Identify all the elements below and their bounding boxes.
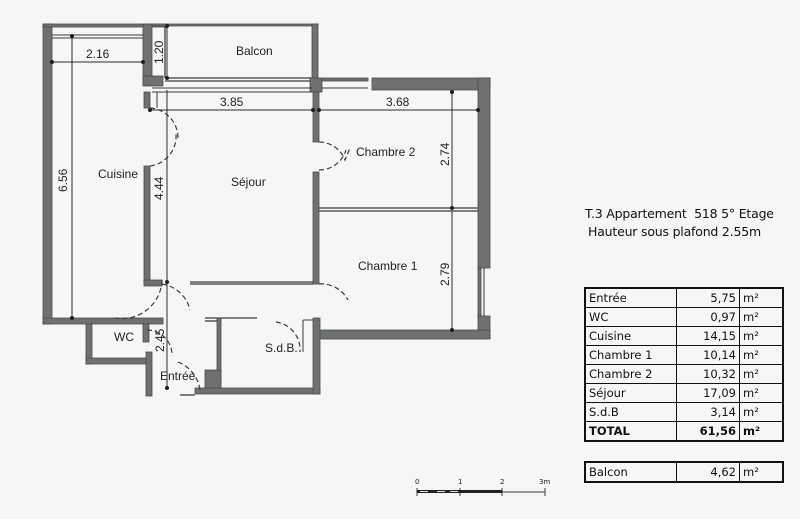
label-wc: WC	[114, 330, 134, 344]
table-row: Balcon 4,62 m²	[584, 461, 784, 483]
row-unit: m²	[739, 307, 784, 327]
label-balcon: Balcon	[236, 44, 273, 58]
table-row: Chambre 2 10,32 m²	[584, 364, 784, 384]
row-name: Balcon	[584, 461, 677, 483]
wall-west	[42, 23, 53, 325]
row-name: Chambre 2	[584, 364, 677, 384]
dim-sejour-length: 4.44	[152, 176, 166, 200]
row-value: 4,62	[676, 461, 740, 483]
row-name: Entrée	[584, 287, 677, 308]
door-wc	[146, 329, 173, 357]
balcon-area-table: Balcon 4,62 m²	[584, 461, 784, 483]
plan-title: T.3 Appartement 518 5° Etage Hauteur sou…	[585, 205, 774, 241]
scale-tick-3: 3m	[539, 478, 551, 486]
row-value: 17,09	[676, 383, 740, 403]
walls	[42, 23, 491, 397]
row-unit: m²	[739, 345, 784, 365]
room-labels: Balcon Cuisine Séjour Chambre 2 Chambre …	[98, 44, 418, 383]
label-sdb: S.d.B.	[265, 341, 298, 355]
wall-south-chambre1	[314, 329, 491, 340]
dim-balcon-depth: 1.20	[152, 40, 166, 64]
table-row-total: TOTAL 61,56 m²	[584, 421, 784, 442]
dim-chambre2-depth: 2.74	[438, 142, 452, 166]
row-value: 0,97	[676, 307, 740, 327]
scale-bar	[416, 488, 546, 496]
row-unit: m²	[739, 364, 784, 384]
table-row: Entrée 5,75 m²	[584, 287, 784, 308]
door-sdb	[275, 321, 301, 353]
dim-cuisine-width: 2.16	[86, 47, 110, 61]
scale-tick-2: 2	[500, 478, 505, 486]
table-row: S.d.B 3,14 m²	[584, 402, 784, 422]
total-label: TOTAL	[584, 421, 677, 442]
row-name: WC	[584, 307, 677, 327]
scale-tick-1: 1	[458, 478, 463, 486]
row-unit: m²	[739, 383, 784, 403]
row-unit: m²	[739, 461, 784, 483]
wall-east	[477, 77, 491, 269]
row-value: 3,14	[676, 402, 740, 422]
table-row: WC 0,97 m²	[584, 307, 784, 327]
doors	[114, 107, 351, 391]
title-line-1: T.3 Appartement 518 5° Etage	[585, 206, 774, 221]
row-name: Chambre 1	[584, 345, 677, 365]
table-row: Cuisine 14,15 m²	[584, 326, 784, 346]
dim-cuisine-length: 6.56	[56, 168, 70, 192]
row-unit: m²	[739, 402, 784, 422]
door-cuisine-sejour	[149, 107, 179, 139]
wall-pillar	[142, 23, 153, 85]
row-unit: m²	[739, 326, 784, 346]
row-name: S.d.B	[584, 402, 677, 422]
row-value: 14,15	[676, 326, 740, 346]
table-row: Chambre 1 10,14 m²	[584, 345, 784, 365]
dim-entree-length: 2.45	[153, 328, 167, 352]
row-name: Cuisine	[584, 326, 677, 346]
total-value: 61,56	[676, 421, 740, 442]
dim-chambre2-width: 3.68	[386, 95, 410, 109]
door-entree-cuisine	[114, 279, 163, 320]
row-name: Séjour	[584, 383, 677, 403]
dimension-lines	[50, 24, 480, 390]
label-entree: Entrée	[160, 369, 196, 383]
label-sejour: Séjour	[231, 175, 266, 189]
total-unit: m²	[739, 421, 784, 442]
row-value: 5,75	[676, 287, 740, 308]
dimension-labels: 2.16 6.56 1.20 3.85 4.44 3.68 2.74 2.79 …	[56, 40, 452, 352]
row-unit: m²	[739, 287, 784, 308]
label-chambre2: Chambre 2	[356, 145, 416, 159]
scale-tick-0: 0	[415, 478, 420, 486]
wall-south-sdb	[194, 387, 321, 395]
scale-bar-labels: 0 1 2 3m	[412, 478, 551, 498]
table-row: Séjour 17,09 m²	[584, 383, 784, 403]
area-table: Entrée 5,75 m² WC 0,97 m² Cuisine 14,15 …	[584, 287, 784, 442]
dim-chambre1-depth: 2.79	[438, 262, 452, 286]
label-cuisine: Cuisine	[98, 167, 138, 181]
door-chambre1	[318, 283, 349, 301]
row-value: 10,14	[676, 345, 740, 365]
dim-sejour-width: 3.85	[220, 95, 244, 109]
row-value: 10,32	[676, 364, 740, 384]
door-entree	[177, 361, 201, 391]
title-line-2: Hauteur sous plafond 2.55m	[588, 224, 761, 239]
label-chambre1: Chambre 1	[358, 259, 418, 273]
